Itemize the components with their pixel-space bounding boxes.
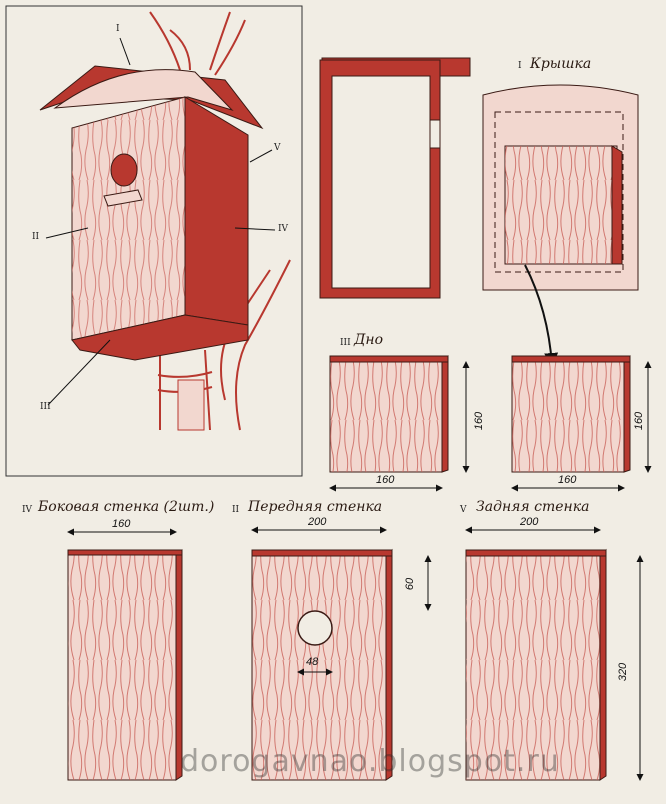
back-wall-piece — [465, 526, 644, 781]
numeral-back-wall: V — [274, 143, 281, 153]
numeral-side-wall: IV — [278, 224, 289, 234]
lid-label: Крышка — [530, 56, 592, 72]
numeral-front-wall: II — [32, 232, 40, 242]
assembled-birdhouse — [39, 37, 276, 406]
front-wall-label: Передняя стенка — [248, 499, 383, 515]
side-face — [184, 96, 249, 326]
side-wall-numeral-tag: IV — [22, 505, 33, 515]
dim-back-height: 320 — [617, 662, 630, 682]
dim-hole-offset: 60 — [404, 577, 417, 591]
lid-view — [482, 84, 639, 367]
dim-back-width: 200 — [520, 516, 539, 528]
numeral-bottom: III — [40, 402, 51, 412]
lid-numeral-tag: I — [518, 61, 522, 71]
dim-bottom-width: 160 — [376, 474, 395, 486]
bottom-edge — [71, 314, 249, 361]
bottom-label: Дно — [354, 332, 384, 348]
bottom-piece — [329, 355, 470, 492]
entrance-hole — [110, 153, 138, 187]
section-view — [319, 57, 471, 299]
side-wall-label: Боковая стенка (2шт.) — [38, 499, 215, 515]
side-wall-piece — [67, 528, 183, 781]
dim-side-width: 160 — [112, 518, 131, 530]
dim-bottom-assembled-depth: 160 — [633, 411, 646, 431]
dim-hole-diameter: 48 — [306, 656, 319, 668]
assembled-view-frame — [5, 5, 303, 477]
tree-branch — [149, 11, 291, 431]
entrance-hole-outline — [297, 610, 333, 646]
dim-front-width: 200 — [308, 516, 327, 528]
back-wall-label: Задняя стенка — [476, 499, 590, 515]
dim-bottom-assembled-width: 160 — [558, 474, 577, 486]
watermark: dorogavnao.blogspot.ru — [180, 744, 560, 779]
roof-top — [53, 69, 234, 112]
front-wall-piece — [251, 526, 432, 781]
mounting-post — [177, 379, 205, 431]
bottom-assembled-piece — [511, 355, 652, 492]
dim-bottom-depth: 160 — [473, 411, 486, 431]
back-wall-numeral-tag: V — [460, 505, 467, 515]
numeral-lid: I — [116, 24, 120, 34]
bottom-numeral-tag: III — [340, 338, 351, 348]
front-wall-numeral-tag: II — [232, 505, 240, 515]
perch — [103, 189, 143, 207]
